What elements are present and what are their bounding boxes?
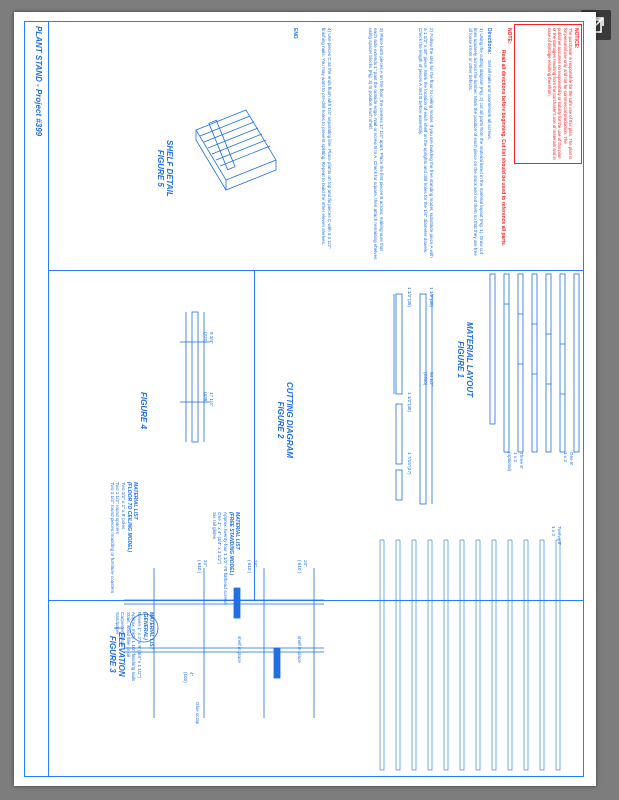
layout-side-4: 1 x 2	[513, 452, 518, 462]
direction-step-2: 2) Follow the step for the floor to ceil…	[417, 28, 434, 258]
shelf-label-1: shelf in place	[237, 636, 242, 663]
cutting-diagram-drawing	[393, 293, 433, 505]
fig2-title: CUTTING DIAGRAM FIGURE 2	[276, 382, 294, 458]
fig3-title-text: ELEVATION	[117, 632, 126, 677]
layout-side-2: 1 x 2	[563, 452, 568, 462]
fig1-number: FIGURE 1	[456, 341, 465, 378]
plan-title: PLANT STAND - Project #399	[34, 26, 43, 137]
section-divider	[48, 270, 584, 271]
spacing-1: 24"	[203, 560, 208, 567]
direction-step-4: 4) Use pieces C as the ends flush with 1…	[321, 28, 332, 249]
fig2-length-1: 94 1/2"	[429, 372, 434, 387]
notice-text: The purchaser is responsible for the saf…	[546, 28, 573, 160]
layout-side-6: Twelve 8'	[557, 526, 562, 546]
fig3-title: ELEVATION FIGURE 3	[108, 632, 126, 677]
fig1-title: MATERIAL LAYOUT FIGURE 1	[456, 322, 474, 397]
fig5-title: SHELF DETAIL FIGURE 5	[156, 140, 174, 197]
layout-side-7: 1 x 2	[551, 526, 556, 536]
direction-step-1: 1) Using the cutting diagram (Fig. 2) cu…	[467, 28, 484, 256]
fig4-dim-1: 8 3/4"	[209, 332, 214, 344]
spacing-mm-1: ( 610 )	[197, 560, 202, 574]
spacing-2: 24"	[253, 560, 258, 567]
spacing-mm-3: ( 610 )	[297, 560, 302, 574]
layout-side-5: (optional)	[507, 452, 512, 472]
twelve-boards-drawing	[379, 539, 561, 771]
directions-heading: Directions:	[486, 28, 492, 55]
figure-4-drawing	[180, 311, 210, 443]
column-divider	[254, 270, 255, 600]
fig4-title: FIGURE 4	[139, 392, 148, 429]
fig5-title-text: SHELF DETAIL	[165, 140, 174, 197]
shelf-detail-drawing	[195, 109, 277, 191]
fig4-dim-3: 17 1/4"	[209, 392, 214, 407]
fig4-dim-4: (438)	[203, 392, 208, 403]
fig3-dim-1: 4"	[189, 672, 194, 677]
fig2-dim-2: 1 1/2"(38)	[407, 287, 412, 308]
fig2-title-text: CUTTING DIAGRAM	[285, 382, 294, 458]
layout-side-3: Three 8'	[519, 452, 524, 469]
lower-divider	[48, 600, 584, 601]
layout-side-1: One 8'	[569, 452, 574, 466]
glue-scrap-label: Glue scrap	[195, 702, 200, 725]
notice-box	[514, 24, 582, 164]
directions-intro: Set all nails and countersink all screws…	[487, 60, 492, 140]
fig2-dim-1: 1 1/2"(38)	[429, 287, 434, 308]
fig2-number: FIGURE 2	[276, 401, 285, 439]
directions-end: END	[292, 28, 298, 39]
border-frame	[24, 21, 584, 777]
fig2-length-2: (2400)	[423, 372, 428, 386]
material-layout-drawing	[489, 273, 580, 453]
title-strip-divider	[48, 21, 49, 777]
fig3-dim-2: (102)	[183, 672, 188, 683]
fig2-dim-4: 1 7/16"(37)	[407, 452, 412, 475]
shelf-label-2: shelf in place	[297, 636, 302, 663]
note-heading: NOTE:	[506, 28, 512, 44]
fig3-number: FIGURE 3	[108, 635, 117, 673]
fig2-dim-3: 1 1/2"(38)	[407, 392, 412, 413]
spacing-3: 24"	[303, 560, 308, 567]
direction-step-3: 3) Place both pieces A on the floor, the…	[367, 28, 384, 260]
note-text: Read all directions before beginning. Cu…	[500, 50, 506, 247]
fig5-number: FIGURE 5	[156, 149, 165, 187]
elevation-drawing	[114, 568, 324, 718]
notice-heading: NOTICE:	[573, 28, 579, 49]
fig1-title-text: MATERIAL LAYOUT	[465, 322, 474, 398]
fig4-dim-2: (222)	[203, 332, 208, 343]
spacing-mm-2: ( 610 )	[247, 560, 252, 574]
plan-sheet: PLANT STAND - Project #399 NOTICE: The p…	[14, 12, 596, 786]
